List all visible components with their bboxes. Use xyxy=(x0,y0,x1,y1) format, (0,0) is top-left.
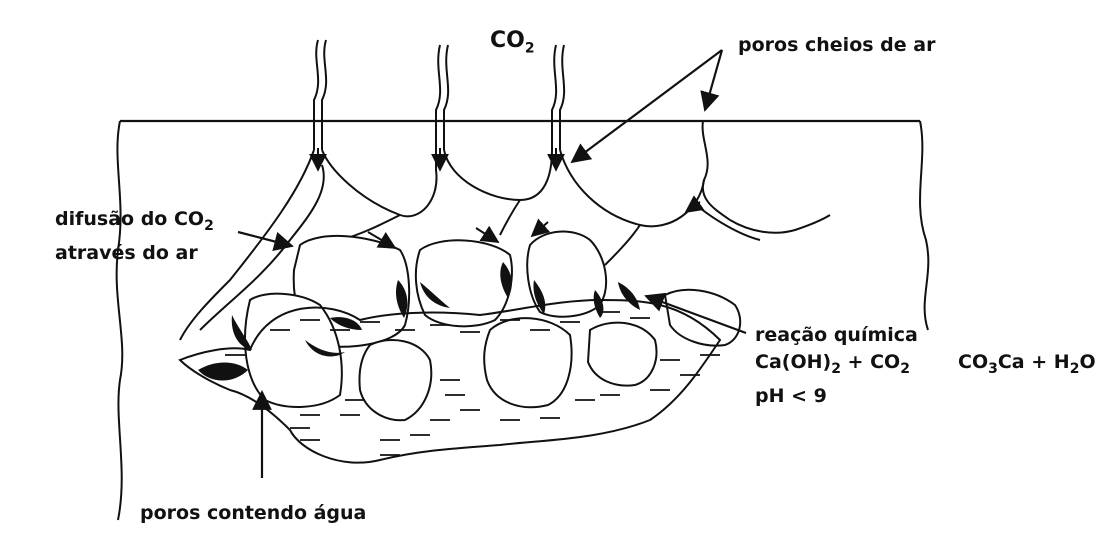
reaction-left-side: Ca(OH)2 + CO2 xyxy=(755,349,918,383)
pores xyxy=(245,232,740,421)
diffusion-label: difusão do CO2 através do ar xyxy=(55,206,214,267)
chem-reaction-label: reação química xyxy=(755,322,918,349)
chem-reaction-block: reação química Ca(OH)2 + CO2 pH < 9 xyxy=(755,322,918,410)
air-channels xyxy=(314,40,730,220)
water-pores-label: poros contendo água xyxy=(140,500,366,527)
co2-top-label: CO2 xyxy=(490,28,535,56)
ph-label: pH < 9 xyxy=(755,383,918,410)
right-boundary xyxy=(920,121,928,330)
left-boundary xyxy=(117,121,123,520)
reaction-right-side: CO3Ca + H2O xyxy=(958,349,1096,383)
air-pores-label: poros cheios de ar xyxy=(738,32,935,59)
flow-arrows xyxy=(318,148,700,248)
